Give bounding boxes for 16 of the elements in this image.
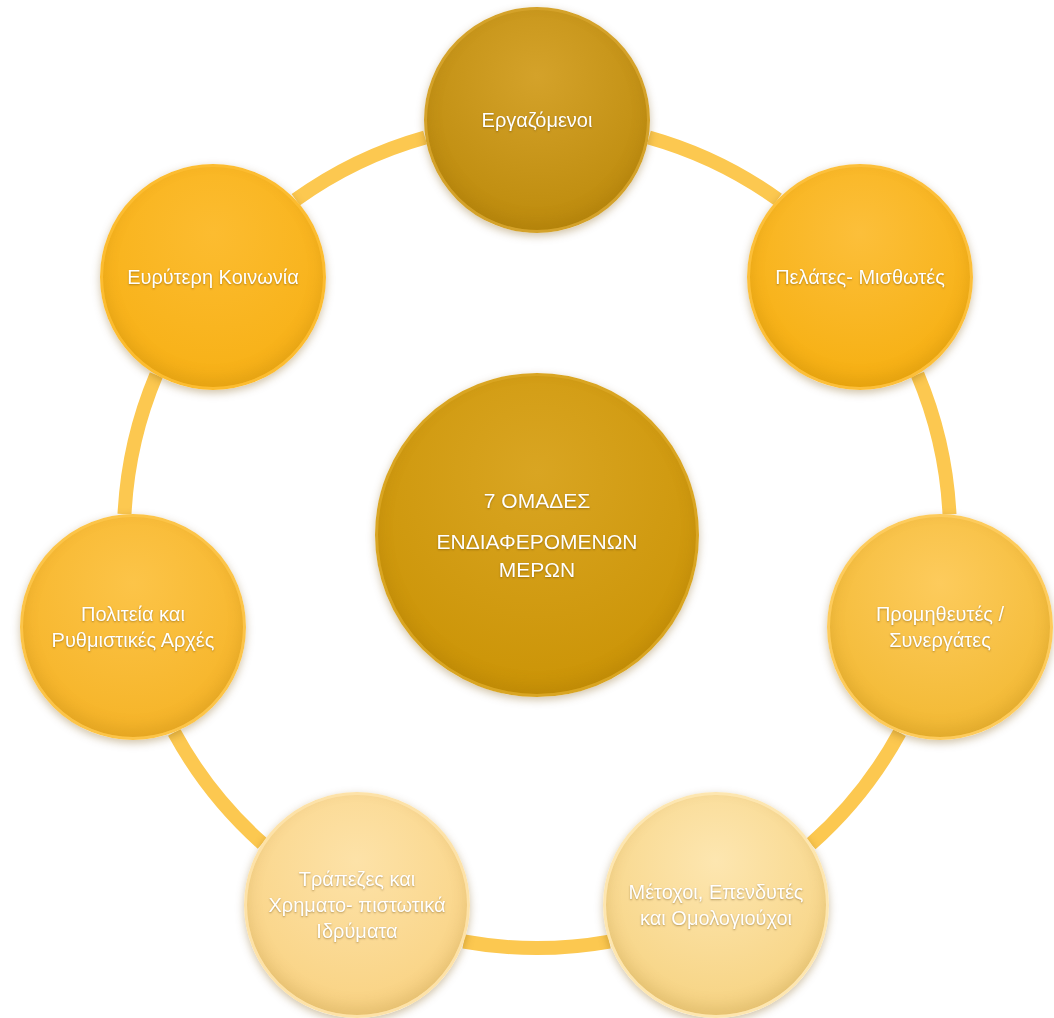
ring-arc — [117, 372, 163, 515]
ring-arc — [291, 130, 428, 206]
ring-arc — [646, 130, 782, 206]
circle-label: Εργαζόμενοι — [481, 108, 593, 133]
circle-label: 7 ΟΜΑΔΕΣ — [483, 488, 591, 515]
circle-label: Μέτοχοι, Επενδυτές και Ομολογιούχοι — [627, 880, 805, 931]
ring-arc — [806, 729, 906, 850]
circle-label: Τράπεζες και Χρηματο- πιστωτικά Ιδρύματα — [267, 867, 447, 944]
circle-label: Ευρύτερη Κοινωνία — [127, 265, 299, 290]
circle-label: Προμηθευτές / Συνεργάτες — [874, 602, 1006, 653]
ring-arc — [168, 728, 268, 849]
circle-label: Πελάτες- Μισθωτές — [775, 265, 945, 290]
circle-label: ΕΝΔΙΑΦΕΡΟΜΕΝΩΝ ΜΕΡΩΝ — [435, 529, 639, 583]
circle-label: Πολιτεία και Ρυθμιστικές Αρχές — [50, 602, 216, 653]
ring-arc — [910, 371, 957, 515]
ring-arc — [462, 934, 611, 955]
